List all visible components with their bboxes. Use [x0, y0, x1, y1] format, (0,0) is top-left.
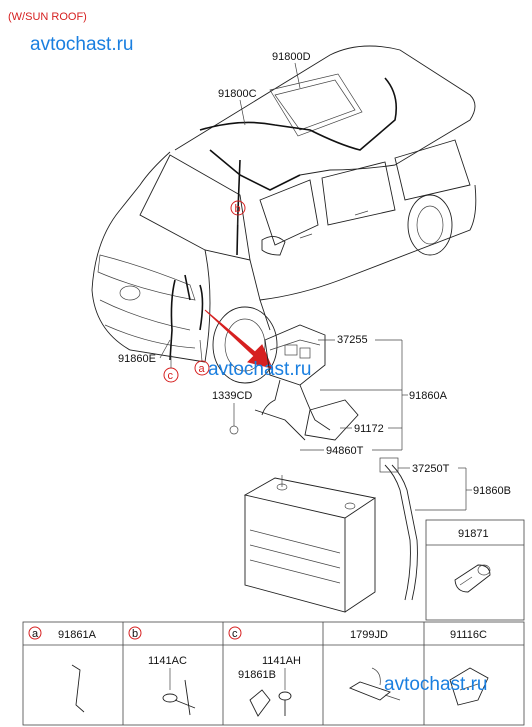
callout-37255: 37255: [337, 334, 368, 346]
watermark-mid: avtochast.ru: [208, 359, 312, 380]
callout-91860E: 91860E: [118, 353, 156, 365]
legend-marker-a: a: [32, 628, 39, 640]
clip-91861A-icon: [71, 664, 85, 713]
watermark-top: avtochast.ru: [30, 34, 134, 55]
legend-part-91861A: 91861A: [58, 629, 97, 641]
van-illustration: [91, 45, 477, 384]
marker-c: c: [168, 370, 174, 382]
connector-91871-icon: [454, 564, 491, 593]
variant-label: (W/SUN ROOF): [8, 11, 87, 23]
callout-91860A: 91860A: [409, 390, 448, 402]
battery-illustration: [243, 475, 377, 613]
harness-wires: [169, 77, 398, 361]
red-arrow-icon: [204, 309, 273, 369]
callout-91172: 91172: [354, 423, 384, 435]
watermark-bottom: avtochast.ru: [384, 674, 488, 695]
callout-37250T: 37250T: [412, 463, 450, 475]
legend-part-1141AC: 1141AC: [148, 655, 187, 667]
bolt-1141AC-icon: [162, 679, 196, 716]
callout-91800D: 91800D: [272, 51, 311, 63]
callout-91871: 91871: [458, 528, 489, 540]
marker-b: b: [235, 203, 241, 215]
connector-1799JD-icon: [348, 667, 401, 701]
legend-marker-b: b: [132, 628, 138, 640]
legend-part-1799JD: 1799JD: [350, 629, 388, 641]
legend-part-91116C: 91116C: [450, 629, 487, 641]
legend-table: a 91861A b 1141AC c 1141AH 91861B 1799JD: [22, 621, 525, 726]
callout-94860T: 94860T: [326, 445, 364, 457]
callout-91860B: 91860B: [473, 485, 511, 497]
battery-cable: [379, 457, 418, 601]
inset-91871: [425, 519, 525, 621]
marker-a: a: [199, 363, 206, 375]
legend-part-1141AH: 1141AH: [262, 655, 301, 667]
legend-marker-c: c: [232, 628, 238, 640]
callout-1339CD: 1339CD: [212, 390, 252, 402]
callout-91800C: 91800C: [218, 88, 257, 100]
legend-part-91861B: 91861B: [238, 669, 276, 681]
fuse-box-illustration: [229, 324, 359, 441]
clip-91116C-icon: [449, 667, 489, 706]
clip-91861B-icon: [249, 689, 292, 717]
